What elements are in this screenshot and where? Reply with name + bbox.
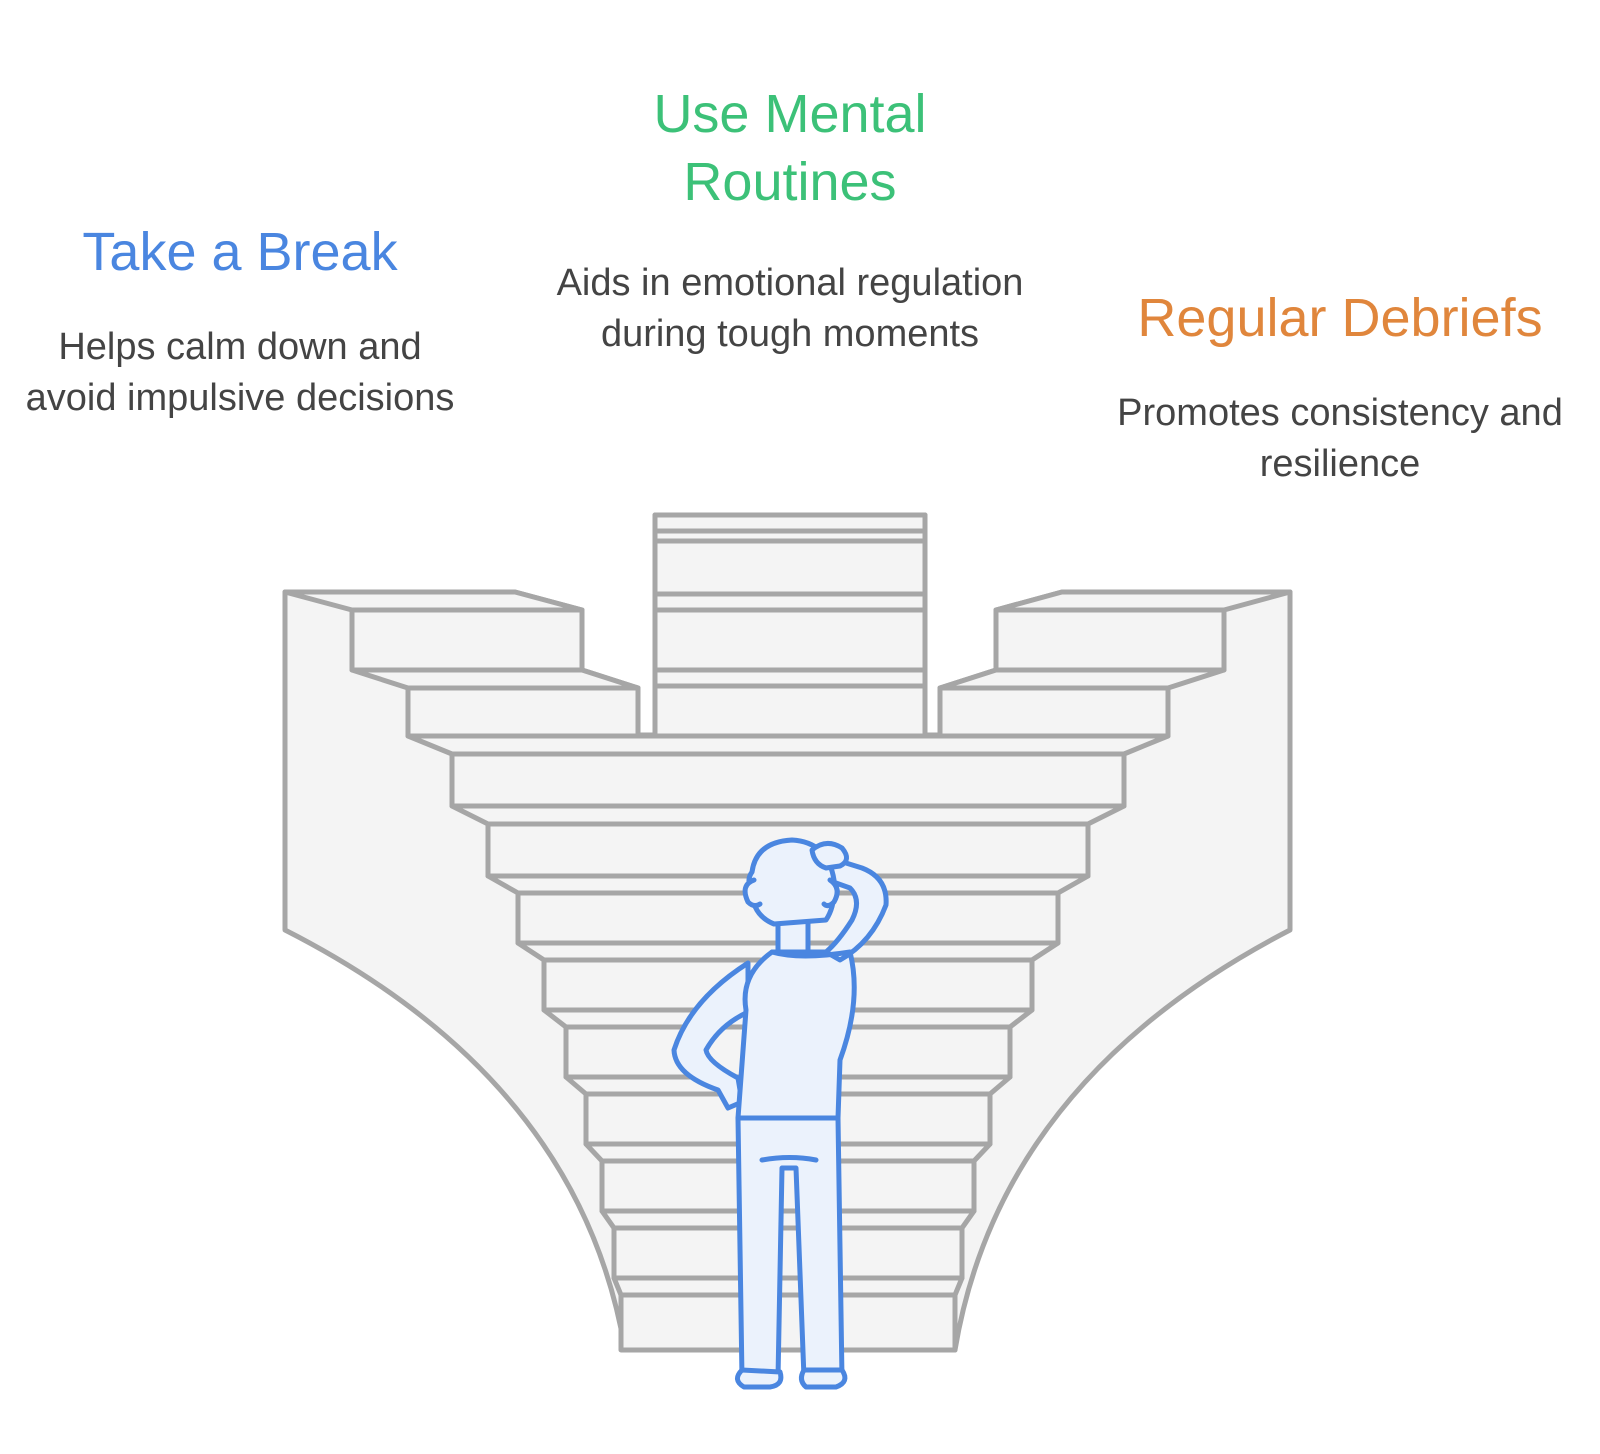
main-stair-step-9	[618, 1292, 958, 1353]
center-branch-step-3	[652, 683, 928, 739]
person-left-arm	[671, 960, 751, 1111]
person-right-shoe	[798, 1367, 848, 1390]
right-branch-step-2-top	[937, 667, 1227, 691]
right-branch-step-1	[993, 607, 1227, 673]
left-branch-step-2-top	[349, 667, 641, 691]
right-branch-step-2	[937, 685, 1171, 739]
center-branch-step-1	[652, 538, 928, 597]
person-pocket	[759, 1155, 819, 1163]
main-stair-top-9	[611, 1275, 965, 1298]
option-title-use-mental-routines: Use Mental Routines	[653, 84, 927, 212]
person-left-ear	[742, 877, 763, 909]
main-stair-step-8	[611, 1225, 965, 1281]
person-torso	[735, 949, 857, 1121]
person-collar	[769, 949, 853, 959]
main-stair-top-2	[449, 803, 1127, 827]
main-stair-top-1	[405, 733, 1171, 757]
main-stair-step-1	[449, 751, 1127, 809]
left-branch-step-1	[349, 607, 585, 673]
main-stair-top-8	[599, 1208, 977, 1231]
option-title-take-a-break: Take a Break	[82, 222, 398, 282]
person-head-hand	[809, 841, 849, 871]
option-description-regular-debriefs: Promotes consistency and resilience	[1117, 392, 1563, 485]
option-description-take-a-break: Helps calm down and avoid impulsive deci…	[25, 326, 455, 419]
center-branch-step-2	[652, 607, 928, 673]
person-left-shoe	[735, 1367, 784, 1390]
option-description-use-mental-routines: Aids in emotional regulation during toug…	[556, 262, 1024, 355]
confused-person-icon	[671, 837, 889, 1390]
option-title-regular-debriefs: Regular Debriefs	[1137, 288, 1543, 348]
person-right-ear	[821, 877, 840, 909]
left-branch-step-2	[405, 685, 641, 739]
